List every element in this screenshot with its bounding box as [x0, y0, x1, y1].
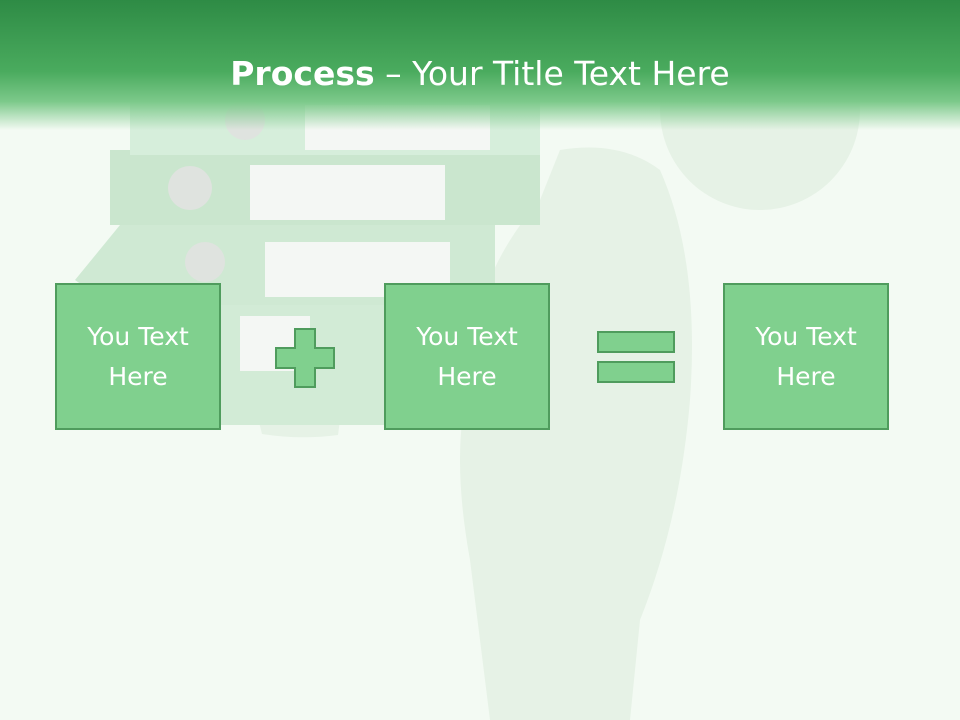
- slide-title: Process – Your Title Text Here: [0, 52, 960, 96]
- process-box-3[interactable]: You Text Here: [723, 283, 889, 430]
- title-band: [0, 0, 960, 130]
- process-box-2-label: You Text Here: [416, 321, 518, 391]
- process-box-2[interactable]: You Text Here: [384, 283, 550, 430]
- process-box-1[interactable]: You Text Here: [55, 283, 221, 430]
- title-bold: Process: [230, 54, 375, 93]
- plus-icon: [275, 328, 335, 388]
- title-rest: – Your Title Text Here: [374, 54, 730, 93]
- process-box-3-label: You Text Here: [755, 321, 857, 391]
- process-box-1-label: You Text Here: [87, 321, 189, 391]
- equals-icon: [597, 331, 675, 383]
